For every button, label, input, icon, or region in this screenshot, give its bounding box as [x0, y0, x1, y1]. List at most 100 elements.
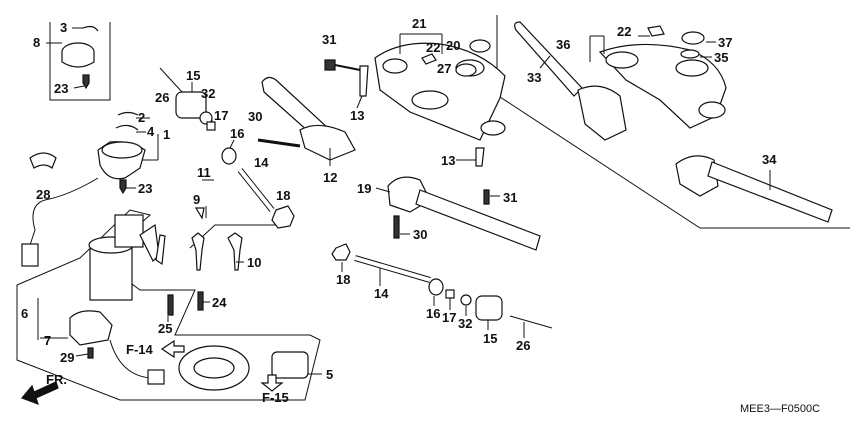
- ignition-body: [89, 244, 133, 301]
- key-part-10: [227, 232, 243, 271]
- bolt-part-31a: [324, 59, 336, 71]
- leader-19: [375, 187, 391, 193]
- bracket-part-13a: [359, 65, 369, 97]
- callout-16b: 16: [426, 306, 440, 321]
- callout-17b: 17: [442, 310, 456, 325]
- nut-part-27: [455, 63, 477, 77]
- bracket-part-13b: [475, 147, 485, 167]
- bar-part-14a-inner: [238, 168, 274, 212]
- group-switch-parts: [21, 25, 309, 392]
- switch-unit-part: [69, 310, 113, 346]
- top-bridge-right-hole-b: [675, 59, 709, 77]
- callout-8: 8: [33, 35, 40, 50]
- callout-34: 34: [762, 152, 777, 167]
- handlebar-right-clamp-34: [675, 155, 719, 197]
- switch-unit-wire: [109, 339, 151, 379]
- clip-part-17b: [445, 289, 455, 299]
- callout-10: 10: [247, 255, 261, 270]
- switch-unit-connector: [147, 369, 165, 385]
- screw-part-23a: [82, 74, 90, 90]
- top-bridge-hole-a: [382, 58, 408, 74]
- callout-1: 1: [163, 127, 170, 142]
- callout-14a: 14: [254, 155, 269, 170]
- plate-part-22a: [421, 53, 437, 65]
- key-part-9: [191, 232, 205, 271]
- callout-2: 2: [138, 110, 145, 125]
- switch-connector: [21, 243, 39, 267]
- bolt-part-30b: [393, 215, 400, 239]
- nut-part-37: [681, 31, 705, 45]
- frame-ignition: [16, 209, 321, 401]
- leader-23a: [73, 85, 85, 89]
- group-center-parts: [159, 39, 553, 329]
- callout-14b: 14: [374, 286, 389, 301]
- f14-arrow-icon: [160, 339, 185, 359]
- callout-13b: 13: [441, 153, 455, 168]
- callout-4: 4: [147, 124, 155, 139]
- callout-19: 19: [357, 181, 371, 196]
- cap-part-20: [469, 39, 491, 53]
- frame-right-divider: [496, 15, 850, 229]
- callout-13a: 13: [350, 108, 364, 123]
- top-bridge-hole-d: [480, 120, 506, 136]
- ring-part-16b: [428, 278, 444, 296]
- ref-f15: F-15: [262, 390, 289, 405]
- callout-29: 29: [60, 350, 74, 365]
- leader-29: [75, 353, 89, 357]
- leader-33: [539, 55, 551, 69]
- screw-part-26a: [159, 67, 183, 93]
- top-bridge-right-hole-a: [605, 51, 639, 69]
- callout-35: 35: [714, 50, 728, 65]
- callout-27: 27: [437, 61, 451, 76]
- callout-23a: 23: [54, 81, 68, 96]
- nut-part-18b: [331, 243, 351, 261]
- callout-24: 24: [212, 295, 227, 310]
- callout-5: 5: [326, 367, 333, 382]
- callout-16a: 16: [230, 126, 244, 141]
- bolt-part-31a-shaft: [334, 64, 361, 71]
- nut-part-18a: [271, 205, 295, 229]
- key-2: [155, 234, 166, 266]
- clip-part-2: [117, 111, 139, 116]
- callout-26b: 26: [516, 338, 530, 353]
- handlebar-left-clamp: [299, 124, 356, 161]
- clip-part-4: [115, 124, 139, 131]
- switch-wire: [29, 177, 99, 246]
- bolt-part-24: [197, 291, 204, 311]
- callout-28: 28: [36, 187, 50, 202]
- frame-switch-cover: [49, 22, 111, 101]
- group-leaders: [37, 27, 771, 375]
- switch-housing-top: [101, 141, 143, 159]
- callout-32b: 32: [458, 316, 472, 331]
- callout-31a: 31: [322, 32, 336, 47]
- f15-arrow-icon: [260, 374, 284, 392]
- washer-part-32b: [460, 294, 472, 306]
- callout-30a: 30: [248, 109, 262, 124]
- washer-part-35: [680, 49, 700, 59]
- bar-part-14b-inner: [354, 256, 431, 282]
- bolt-part-31b: [483, 189, 490, 205]
- bolt-part-25: [167, 294, 174, 316]
- top-bridge-right-hole-c: [698, 101, 726, 119]
- clamp-part: [29, 152, 57, 169]
- callout-6: 6: [21, 306, 28, 321]
- callout-9: 9: [193, 192, 200, 207]
- handlebar-right-part: [415, 189, 541, 251]
- callout-22b: 22: [617, 24, 631, 39]
- callout-31b: 31: [503, 190, 517, 205]
- cap-inner: [193, 357, 235, 379]
- clip-part: [82, 25, 99, 32]
- weight-part-15b: [475, 295, 503, 321]
- front-direction-label: FR.: [46, 372, 67, 387]
- ignition-lock: [114, 214, 144, 248]
- callout-15b: 15: [483, 331, 497, 346]
- ring-part-16a: [221, 147, 237, 165]
- callout-3: 3: [60, 20, 67, 35]
- callout-37: 37: [718, 35, 732, 50]
- clip-part-17a: [206, 121, 216, 131]
- group-callouts: 3 8 23 2 4 1 23 28 26 15 32 17 16 11 9 1…: [21, 16, 777, 382]
- callout-23b: 23: [138, 181, 152, 196]
- callout-20: 20: [446, 38, 460, 53]
- callout-26a: 26: [155, 90, 169, 105]
